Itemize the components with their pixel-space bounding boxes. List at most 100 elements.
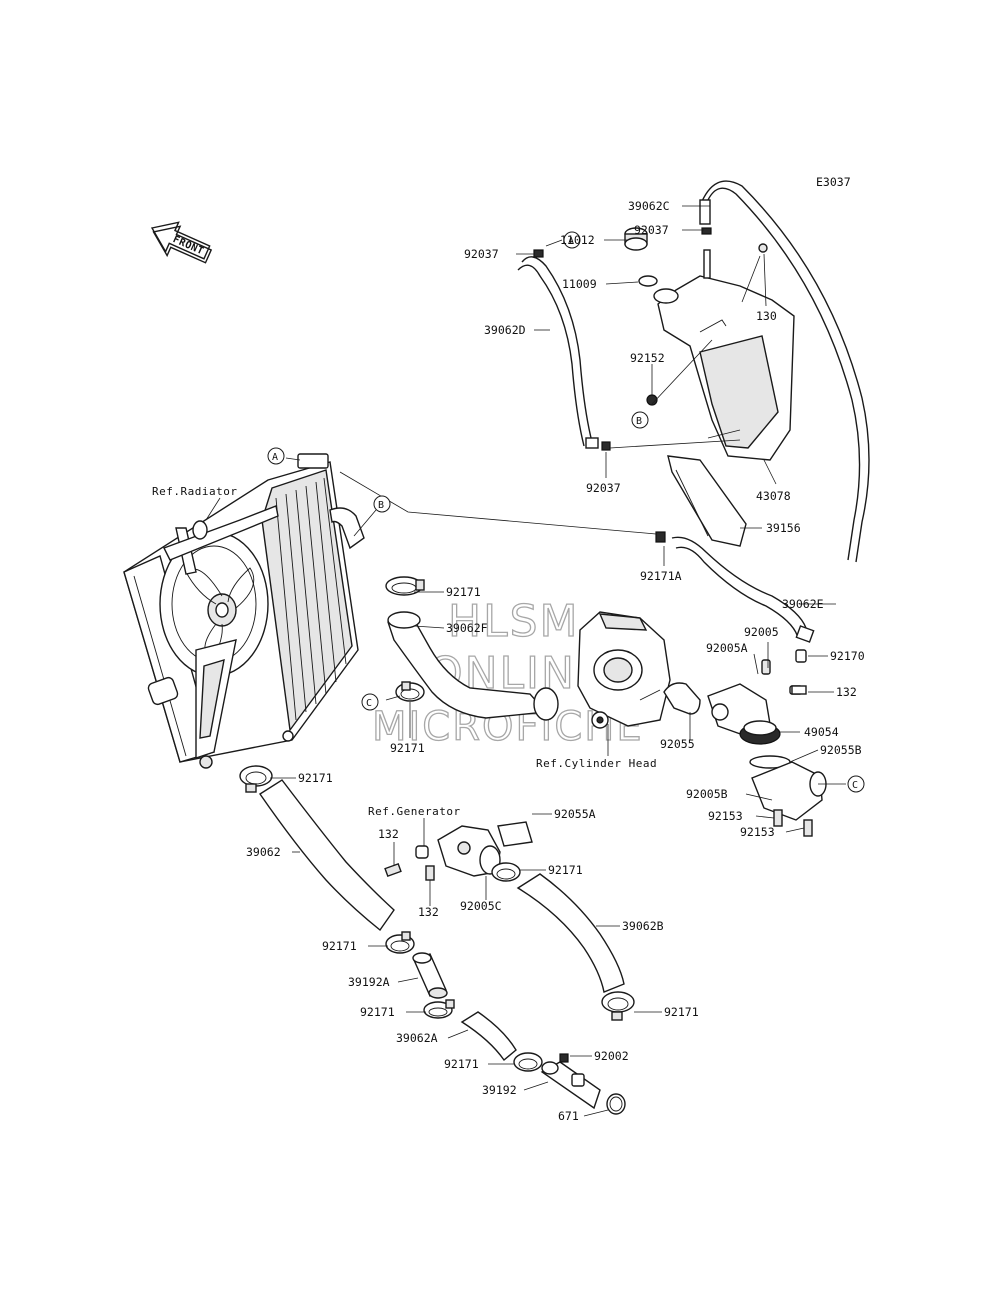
thermostat-cover bbox=[751, 761, 827, 821]
svg-text:B: B bbox=[378, 500, 384, 511]
overflow-tube bbox=[707, 187, 861, 561]
part-92005A: 92005A bbox=[706, 641, 748, 655]
part-132: 132 bbox=[418, 905, 439, 919]
part-92170: 92170 bbox=[830, 649, 865, 663]
connector-c-hose: C bbox=[361, 693, 379, 711]
hose-39062B bbox=[516, 873, 625, 993]
part-132: 132 bbox=[378, 827, 399, 841]
part-92005: 92005 bbox=[744, 625, 779, 639]
part-92171: 92171 bbox=[548, 863, 583, 877]
svg-text:A: A bbox=[568, 236, 574, 247]
tube-39062E bbox=[671, 536, 807, 629]
part-132: 132 bbox=[836, 685, 857, 699]
cylinder-head bbox=[577, 611, 671, 729]
pad bbox=[667, 455, 747, 547]
hose-clamp bbox=[395, 681, 425, 702]
part-92055: 92055 bbox=[660, 737, 695, 751]
part-92037: 92037 bbox=[634, 223, 669, 237]
bolt-132 bbox=[384, 862, 402, 878]
svg-text:C: C bbox=[366, 698, 372, 709]
diagram-code: E3037 bbox=[816, 175, 851, 189]
part-92171: 92171 bbox=[446, 585, 481, 599]
hose-clamp bbox=[423, 999, 455, 1019]
part-92171: 92171 bbox=[360, 1005, 395, 1019]
part-39192A: 39192A bbox=[348, 975, 390, 989]
part-92171: 92171 bbox=[444, 1057, 479, 1071]
part-11009: 11009 bbox=[562, 277, 597, 291]
part-92153: 92153 bbox=[740, 825, 775, 839]
svg-text:A: A bbox=[272, 452, 278, 463]
bolt-92153 bbox=[803, 819, 813, 837]
hose-clamp bbox=[239, 765, 273, 793]
ref-cylinder-head: Ref.Cylinder Head bbox=[536, 757, 657, 770]
bolt-132 bbox=[791, 685, 807, 695]
front-arrow-icon: FRONT bbox=[150, 221, 213, 264]
hose-clip-92171A bbox=[655, 531, 666, 543]
part-39156: 39156 bbox=[766, 521, 801, 535]
part-39062B: 39062B bbox=[622, 919, 664, 933]
part-39062D: 39062D bbox=[484, 323, 526, 337]
hose-39062F bbox=[387, 611, 559, 721]
connector-c-thermostat: C bbox=[847, 775, 865, 793]
pipe-39192A bbox=[412, 952, 448, 999]
part-39062F: 39062F bbox=[446, 621, 488, 635]
part-671: 671 bbox=[558, 1109, 579, 1123]
part-92037: 92037 bbox=[586, 481, 621, 495]
svg-text:B: B bbox=[636, 416, 642, 427]
hose-clamp bbox=[385, 931, 415, 954]
part-92005C: 92005C bbox=[460, 899, 502, 913]
watermark-line-1: HLSM bbox=[448, 596, 580, 647]
part-39062C: 39062C bbox=[628, 199, 670, 213]
part-92153: 92153 bbox=[708, 809, 743, 823]
part-92152: 92152 bbox=[630, 351, 665, 365]
part-92055B: 92055B bbox=[820, 743, 862, 757]
gasket-92055 bbox=[663, 682, 701, 715]
hose-39062 bbox=[259, 779, 395, 932]
connector-a-top: A bbox=[563, 231, 581, 249]
part-92171: 92171 bbox=[664, 1005, 699, 1019]
hose-clamp bbox=[601, 991, 635, 1021]
bolt-132 bbox=[425, 865, 435, 881]
part-92171: 92171 bbox=[390, 741, 425, 755]
tube-39062D bbox=[521, 256, 593, 443]
part-92005B: 92005B bbox=[686, 787, 728, 801]
connector-a-radiator: A bbox=[267, 447, 285, 465]
part-92002: 92002 bbox=[594, 1049, 629, 1063]
reservoir-tank bbox=[653, 243, 795, 461]
part-39062E: 39062E bbox=[782, 597, 824, 611]
part-92171A: 92171A bbox=[640, 569, 682, 583]
part-92171: 92171 bbox=[298, 771, 333, 785]
part-43078: 43078 bbox=[756, 489, 791, 503]
part-49054: 49054 bbox=[804, 725, 839, 739]
part-11012: 11012 bbox=[560, 233, 595, 247]
reservoir-cap bbox=[624, 227, 648, 251]
part-labels: 39062C 92037 92037 11012 11009 130 39062… bbox=[246, 199, 865, 1123]
hose-clamp bbox=[491, 862, 521, 882]
radiator bbox=[123, 453, 365, 769]
connector-b-tank: B bbox=[631, 411, 649, 429]
part-92037: 92037 bbox=[464, 247, 499, 261]
hose-clamp bbox=[385, 576, 425, 596]
hose-clip bbox=[701, 227, 712, 235]
part-39192: 39192 bbox=[482, 1083, 517, 1097]
part-92171: 92171 bbox=[322, 939, 357, 953]
bolt-92153 bbox=[773, 809, 783, 827]
gasket-92055A bbox=[497, 821, 533, 847]
thermostat bbox=[739, 720, 781, 745]
pipe-39192 bbox=[540, 1053, 601, 1110]
part-39062: 39062 bbox=[246, 845, 281, 859]
part-39062A: 39062A bbox=[396, 1031, 438, 1045]
leader-lines bbox=[205, 205, 846, 1117]
hose-39062A bbox=[460, 1011, 517, 1062]
connector-b-radiator: B bbox=[373, 495, 391, 513]
hose-clip bbox=[601, 441, 611, 451]
hose-clip bbox=[533, 249, 544, 258]
svg-text:C: C bbox=[852, 780, 858, 791]
ref-radiator: Ref.Radiator bbox=[152, 485, 237, 498]
ref-generator: Ref.Generator bbox=[368, 805, 461, 818]
cap-seal bbox=[638, 275, 658, 287]
part-92055A: 92055A bbox=[554, 807, 596, 821]
radiator-fins bbox=[275, 477, 347, 721]
